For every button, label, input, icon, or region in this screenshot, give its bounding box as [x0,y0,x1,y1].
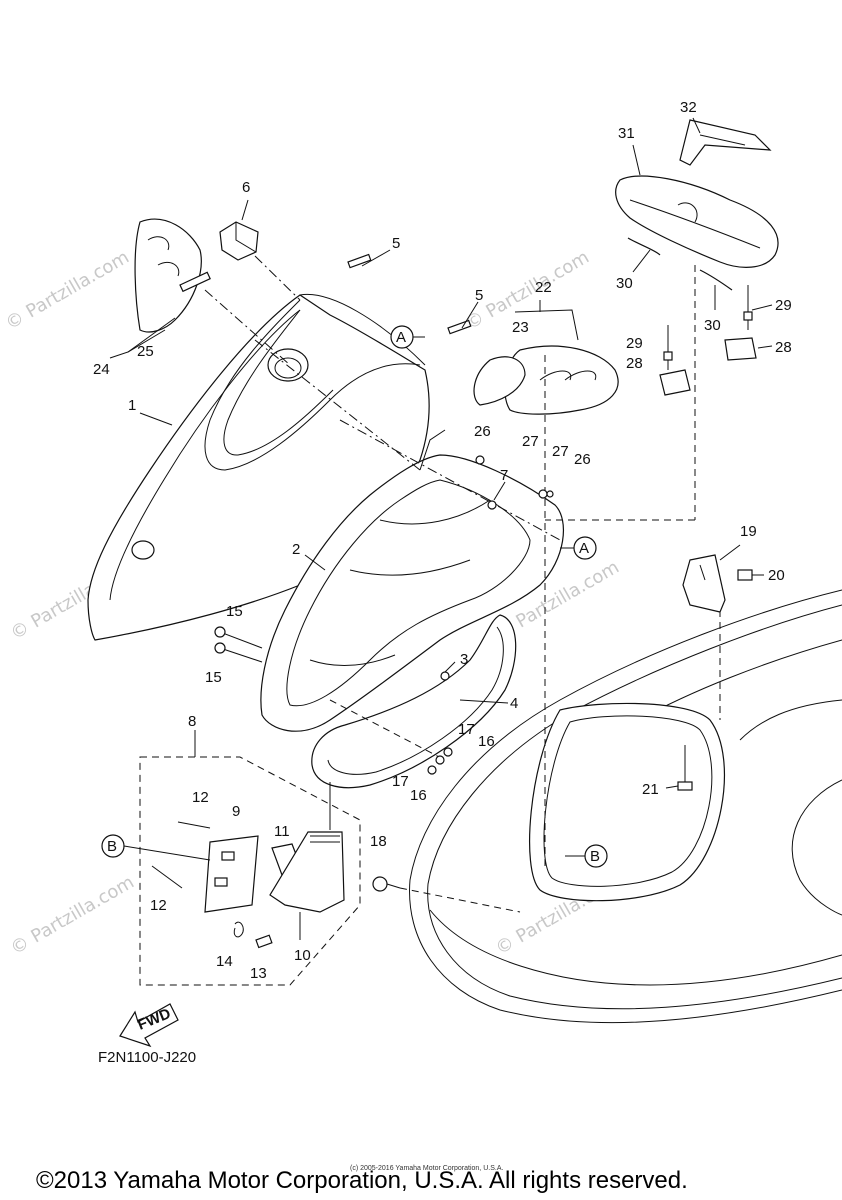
part-label: 5 [392,235,400,252]
part-label: 27 [522,433,539,450]
bracket-part-28 [659,285,757,396]
part-label: 11 [274,823,290,840]
part-label: 24 [93,361,110,378]
cover-part-24 [109,218,291,366]
callout-markers: A A B B [101,325,608,868]
part-label: 31 [618,125,635,142]
part-label: 4 [510,695,518,712]
part-label: 15 [205,669,222,686]
part-label: 2 [292,541,300,558]
watermark-text: © Partzilla.com [2,247,133,335]
part-label: 5 [475,287,483,304]
part-label: 22 [535,279,552,296]
copyright-notice: ©2013 Yamaha Motor Corporation, U.S.A. A… [36,1167,688,1194]
part-label: 26 [574,451,591,468]
part-label: 1 [128,397,136,414]
part-label: 16 [478,733,495,750]
part-label: 12 [192,789,209,806]
callout-b: B [107,838,117,855]
part-label: 30 [704,317,721,334]
part-label: 16 [410,787,427,804]
part-label: 23 [512,319,529,336]
part-label: 12 [150,897,167,914]
part-label: 7 [500,467,508,484]
storage-part-31 [615,119,779,291]
fasteners [214,455,554,775]
bolt-part-18 [372,876,401,892]
part-label: 29 [775,297,792,314]
part-label: 28 [626,355,643,372]
part-label: 30 [616,275,633,292]
callout-b: B [590,848,600,865]
part-label: 13 [250,965,267,982]
part-label: 18 [370,833,387,850]
part-label: 29 [626,335,643,352]
gasket-part-4 [311,614,517,789]
part-label: 14 [216,953,233,970]
part-label: 26 [474,423,491,440]
clip-part-19 [682,554,753,613]
part-label: 15 [226,603,243,620]
watermark-text: © Partzilla.com [7,872,138,960]
part-label: 8 [188,713,196,730]
emblem-part-6 [219,221,301,301]
part-label: 19 [740,523,757,540]
subassembly-box [139,730,361,986]
leader-lines [139,117,773,940]
side-plate-part-22 [473,300,619,415]
drawing-code: F2N1100-J220 [98,1049,196,1066]
part-label: 17 [392,773,409,790]
fwd-arrow: FWD [119,1003,179,1048]
alignment-lines [254,265,721,913]
callout-a: A [579,540,589,557]
part-label: 21 [642,781,659,798]
plug-part-5 [347,253,472,335]
part-label: 20 [768,567,785,584]
part-label: 3 [460,651,468,668]
part-label: 28 [775,339,792,356]
callout-a: A [396,329,406,346]
part-label: 17 [458,721,475,738]
part-label: 32 [680,99,697,116]
part-label: 10 [294,947,311,964]
part-label: 9 [232,803,240,820]
hull-outline [409,589,842,1024]
part-label: 6 [242,179,250,196]
part-label: 27 [552,443,569,460]
part-labels: 1 2 3 4 5 5 6 7 8 9 10 11 12 12 13 14 15… [93,99,792,982]
part-label: 25 [137,343,154,360]
fine-print: (c) 2005-2016 Yamaha Motor Corporation, … [350,1165,503,1172]
footrest-assembly [151,782,345,949]
